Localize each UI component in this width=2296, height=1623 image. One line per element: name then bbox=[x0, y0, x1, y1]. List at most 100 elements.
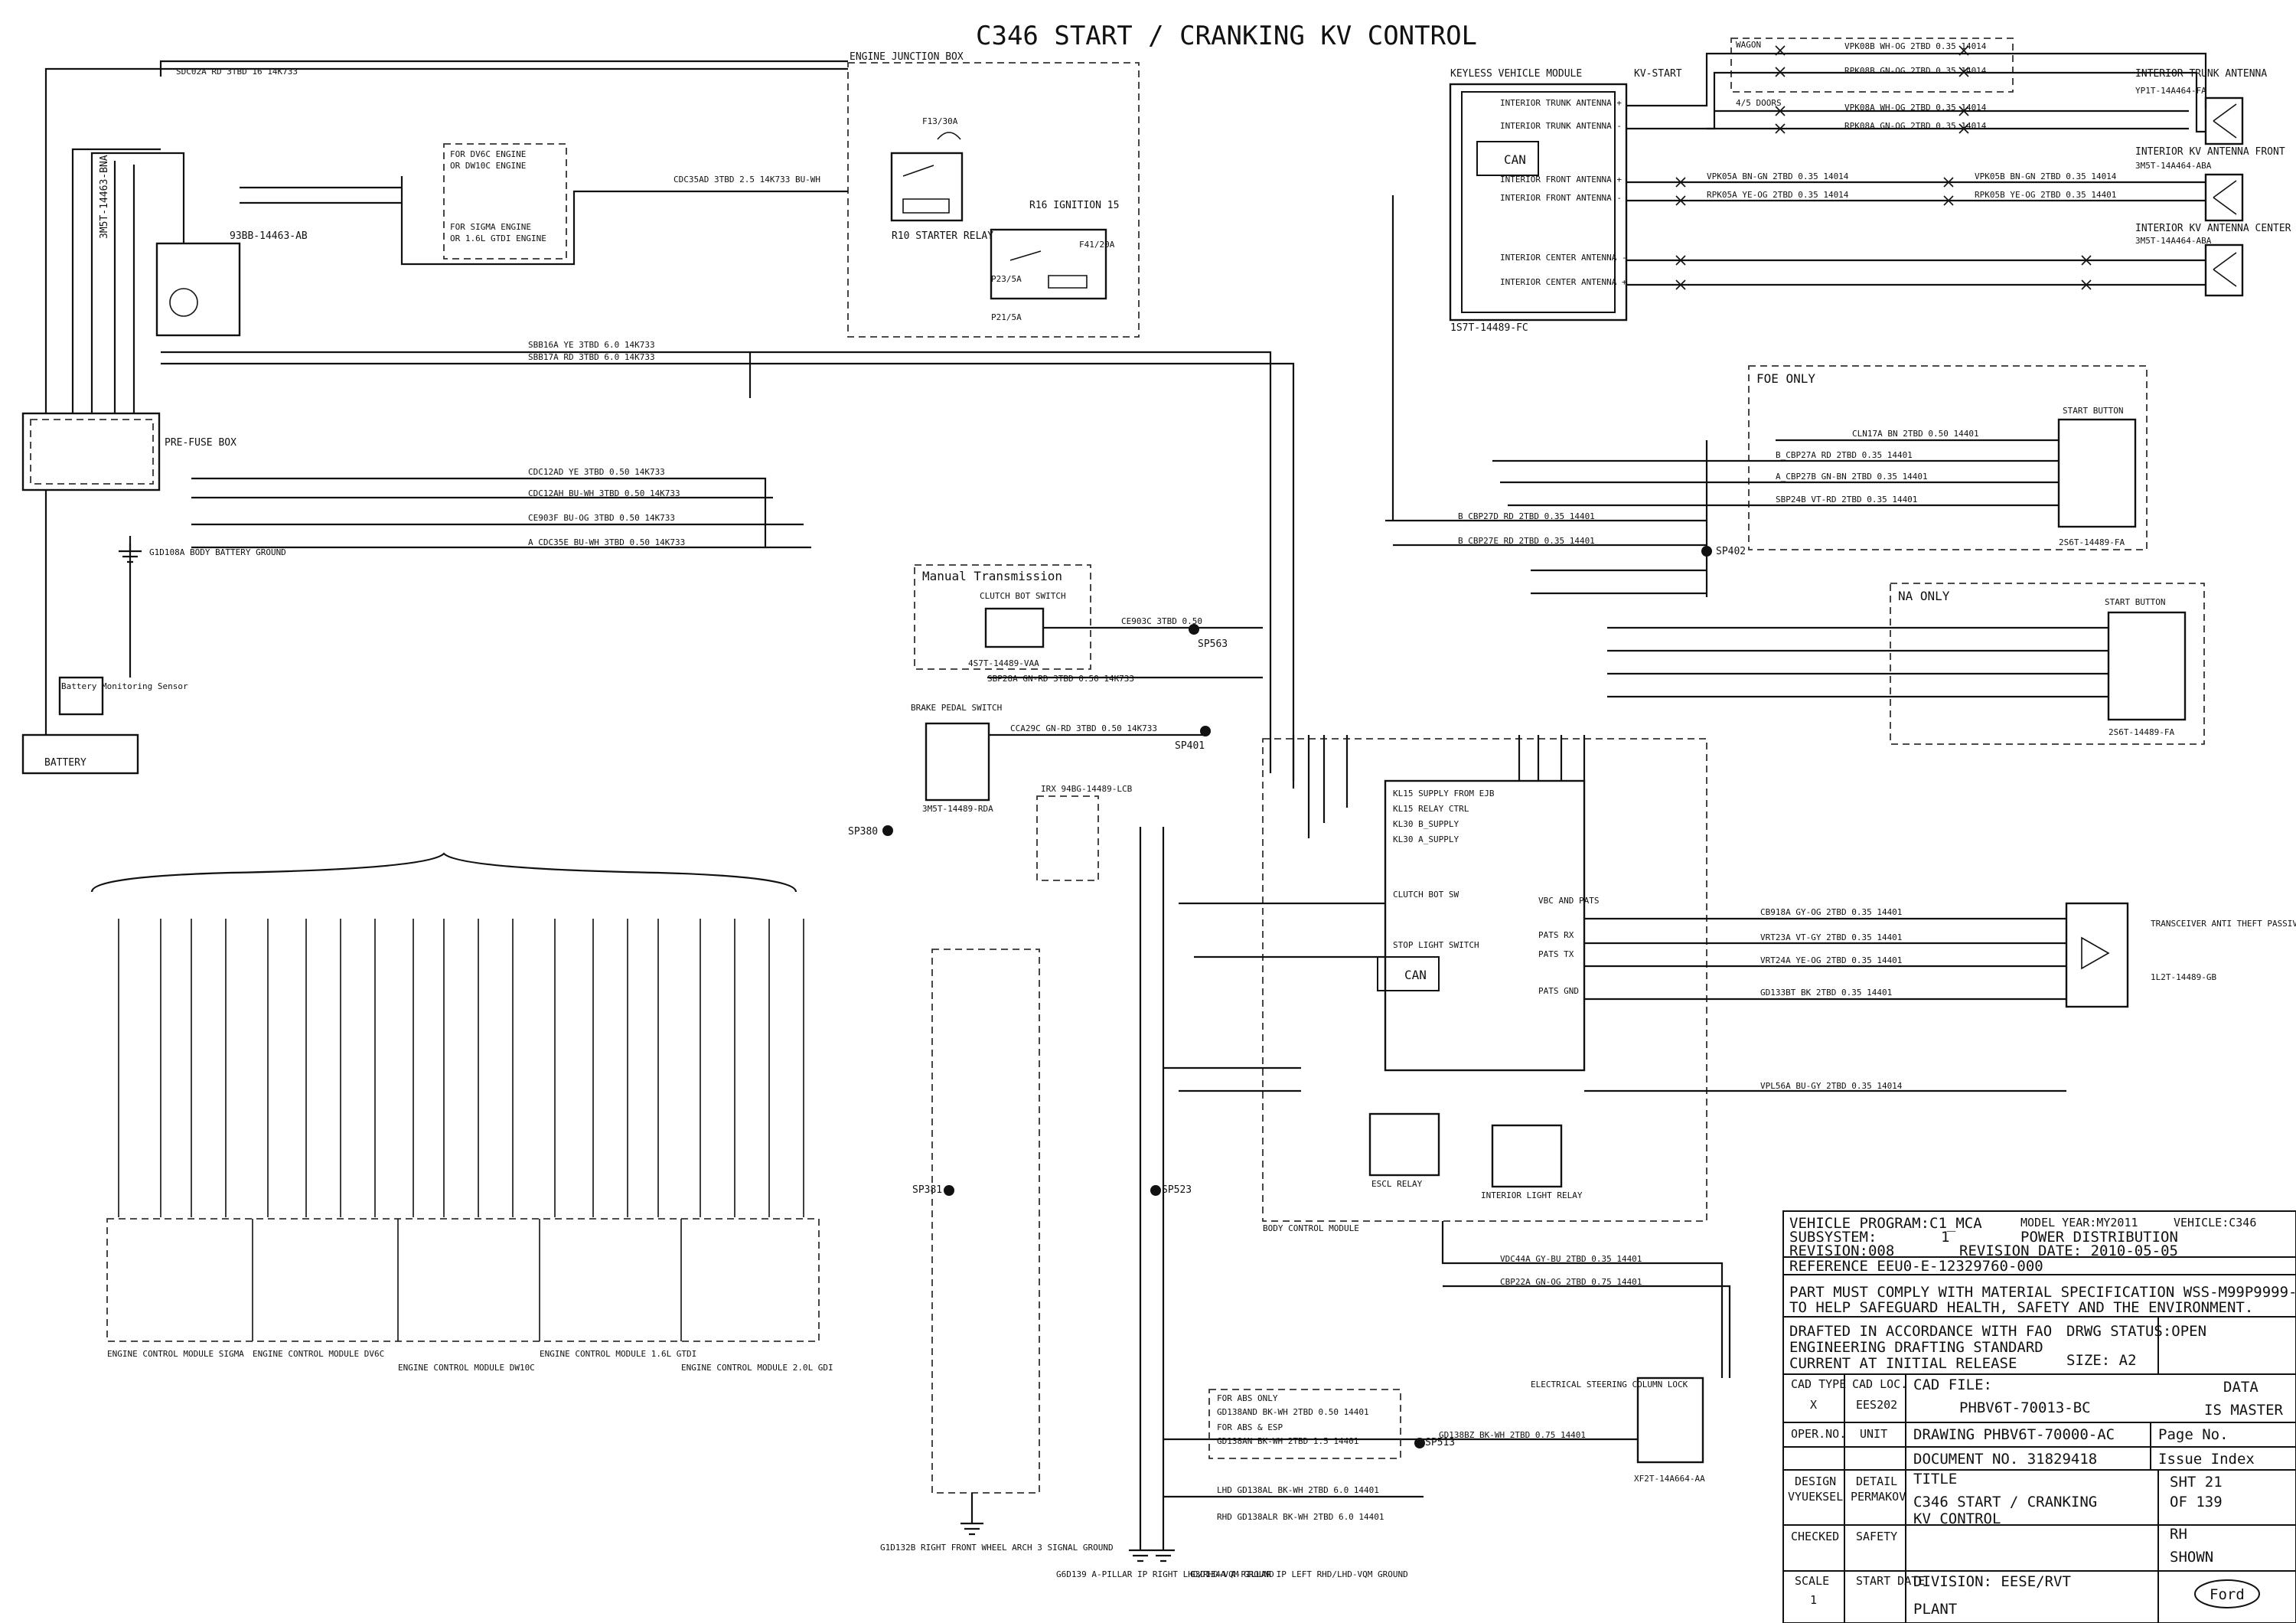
svg-text:CE903C 3TBD 0.50: CE903C 3TBD 0.50 bbox=[1121, 616, 1202, 626]
interior-light-relay bbox=[1491, 1124, 1563, 1188]
svg-text:GD138BZ BK-WH 2TBD 0.75 1440: GD138BZ BK-WH 2TBD 0.75 14401 bbox=[1439, 1430, 1586, 1440]
svg-text:KL30 B_SUPPLY: KL30 B_SUPPLY bbox=[1393, 819, 1459, 829]
svg-text:INTERIOR CENTER ANTENNA -: INTERIOR CENTER ANTENNA - bbox=[1500, 253, 1627, 263]
bms-label: Battery Monitoring Sensor bbox=[61, 681, 188, 691]
escl-part: XF2T-14A664-AA bbox=[1634, 1474, 1705, 1484]
splice-sp523: SP523 bbox=[1162, 1184, 1192, 1196]
irx-box bbox=[1036, 795, 1099, 881]
svg-text:RPK05A YE-OG 2TBD 0.35 1401: RPK05A YE-OG 2TBD 0.35 14014 bbox=[1707, 190, 1849, 200]
starter-relay-label: R10 STARTER RELAY bbox=[892, 230, 993, 242]
int-light-relay-label: INTERIOR LIGHT RELAY bbox=[1481, 1190, 1583, 1200]
tb-division: DIVISION: EESE/RVT bbox=[1913, 1573, 2071, 1590]
bcm-inner bbox=[1384, 779, 1586, 1072]
svg-text:P23/5A: P23/5A bbox=[991, 274, 1022, 284]
brake-switch bbox=[925, 722, 990, 802]
engine-options-box bbox=[443, 143, 567, 260]
tb-drafted-1: DRAFTED IN ACCORDANCE WITH FAO bbox=[1789, 1323, 2052, 1340]
clutch-switch-label: CLUTCH BOT SWITCH bbox=[980, 591, 1066, 601]
svg-text:CLN17A BN 2TBD 0.50 144: CLN17A BN 2TBD 0.50 14401 bbox=[1852, 429, 1979, 439]
start-button-na-label: START BUTTON bbox=[2105, 597, 2165, 607]
ejb-label: ENGINE JUNCTION BOX bbox=[850, 51, 964, 63]
tb-subsystem: POWER DISTRIBUTION bbox=[2020, 1229, 2178, 1246]
tb-title-lbl: TITLE bbox=[1913, 1471, 1957, 1487]
tb-cad-loc-lbl: CAD LOC. bbox=[1852, 1377, 1907, 1391]
tb-cad-file: PHBV6T-70013-BC bbox=[1959, 1399, 2091, 1416]
can-badge-kvm-text: CAN bbox=[1504, 152, 1526, 167]
tb-document: DOCUMENT NO. 31829418 bbox=[1913, 1451, 2097, 1468]
svg-text:INTERIOR FRONT ANTENNA -: INTERIOR FRONT ANTENNA - bbox=[1500, 193, 1622, 203]
svg-text:LHD GD138AL BK-WH 2TBD 6: LHD GD138AL BK-WH 2TBD 6.0 14401 bbox=[1217, 1485, 1379, 1495]
tb-scale: 1 bbox=[1810, 1593, 1817, 1607]
tb-of: OF 139 bbox=[2170, 1494, 2223, 1510]
ecm-sigma: ENGINE CONTROL MODULE SIGMA bbox=[107, 1349, 244, 1359]
tb-rh: RH bbox=[2170, 1526, 2187, 1543]
manual-trans-label: Manual Transmission bbox=[922, 569, 1062, 583]
antenna-trunk bbox=[2204, 96, 2244, 145]
tb-cad-loc: EES202 bbox=[1856, 1398, 1897, 1412]
ground-symbols: G1D108A BODY BATTERY GROUND G1D132B RIGH… bbox=[119, 544, 1408, 1579]
tb-model-year: MODEL YEAR:MY2011 bbox=[2020, 1216, 2138, 1229]
engine-junction-box bbox=[847, 62, 1140, 338]
svg-text:VRT24A YE-OG 2TBD 0.35 1440: VRT24A YE-OG 2TBD 0.35 14401 bbox=[1760, 955, 1902, 965]
antenna-trunk-part: YP1T-14A464-FA bbox=[2135, 86, 2206, 96]
battery-label: BATTERY bbox=[44, 757, 86, 769]
tb-sht: SHT 21 bbox=[2170, 1474, 2223, 1491]
antenna-trunk-label: INTERIOR TRUNK ANTENNA bbox=[2135, 68, 2267, 80]
kvm-part: 1S7T-14489-FC bbox=[1450, 322, 1528, 334]
svg-text:KL30 A_SUPPLY: KL30 A_SUPPLY bbox=[1393, 834, 1459, 844]
antenna-front-label: INTERIOR KV ANTENNA FRONT bbox=[2135, 146, 2285, 158]
na-only-box bbox=[1890, 583, 2205, 745]
start-button-na bbox=[2107, 611, 2187, 721]
ground-body: G1D108A BODY BATTERY GROUND bbox=[149, 547, 286, 557]
tb-revision-date: REVISION DATE: 2010-05-05 bbox=[1959, 1243, 2178, 1259]
kvm-label: KEYLESS VEHICLE MODULE bbox=[1450, 68, 1582, 80]
splice-points: SP402 SP563 SP401 SP380 SP381 SP523 SP51… bbox=[848, 546, 1746, 1448]
svg-text:KL15 RELAY CTRL: KL15 RELAY CTRL bbox=[1393, 804, 1469, 814]
svg-text:VPK05A BN-GN 2TBD 0.35 1401: VPK05A BN-GN 2TBD 0.35 14014 bbox=[1707, 171, 1849, 181]
kvm-kvstart: KV-START bbox=[1634, 68, 1682, 80]
pre-fuse-box bbox=[21, 412, 161, 491]
svg-text:SBB16A YE 3TBD 6.0 1: SBB16A YE 3TBD 6.0 14K733 bbox=[528, 340, 655, 350]
clutch-switch bbox=[984, 607, 1045, 648]
manual-trans-box bbox=[914, 564, 1091, 670]
battery-monitoring-sensor bbox=[58, 676, 104, 716]
svg-text:GD133BT BK 2TBD 0.35 1440: GD133BT BK 2TBD 0.35 14401 bbox=[1760, 988, 1892, 998]
tb-title-1: C346 START / CRANKING bbox=[1913, 1494, 2097, 1510]
tb-cad-type-lbl: CAD TYPE bbox=[1791, 1377, 1846, 1391]
tb-subsystem-lbl: SUBSYSTEM: bbox=[1789, 1229, 1877, 1246]
svg-text:A_CBP27B GN-BN 2TBD 0.35 144: A_CBP27B GN-BN 2TBD 0.35 14401 bbox=[1776, 472, 1928, 482]
transceiver-label: TRANSCEIVER ANTI THEFT PASSIVE bbox=[2151, 919, 2296, 929]
tb-drafted-3: CURRENT AT INITIAL RELEASE bbox=[1789, 1355, 2017, 1372]
ford-logo bbox=[2194, 1579, 2260, 1608]
tb-design-lbl: DESIGN bbox=[1795, 1474, 1836, 1488]
svg-text:SBP28A GN-RD 3TBD 0.50 14: SBP28A GN-RD 3TBD 0.50 14K733 bbox=[987, 674, 1134, 684]
foe-only-label: FOE ONLY bbox=[1756, 371, 1815, 386]
battery-box bbox=[21, 733, 139, 775]
tb-compliance-1: PART MUST COMPLY WITH MATERIAL SPECIFICA… bbox=[1789, 1284, 2296, 1301]
svg-text:FOR SIGMA ENGINE: FOR SIGMA ENGINE bbox=[450, 222, 531, 232]
svg-text:RPK05B YE-OG 2TBD 0.35 1440: RPK05B YE-OG 2TBD 0.35 14401 bbox=[1975, 190, 2116, 200]
brake-part: 3M5T-14489-RDA bbox=[922, 804, 993, 814]
ground-apillar-left: G3D134A A-PILLAR IP LEFT RHD/LHD-VQM GRO… bbox=[1190, 1569, 1408, 1579]
antenna-center bbox=[2204, 243, 2244, 297]
tb-vehicle: VEHICLE:C346 bbox=[2174, 1216, 2256, 1229]
tb-safety: SAFETY bbox=[1856, 1530, 1897, 1543]
bcm-label: BODY CONTROL MODULE bbox=[1263, 1223, 1359, 1233]
escl-label: ELECTRICAL STEERING COLUMN LOCK bbox=[1531, 1380, 1688, 1390]
svg-text:OR DW10C ENGINE: OR DW10C ENGINE bbox=[450, 161, 526, 171]
svg-text:STOP LIGHT SWITCH: STOP LIGHT SWITCH bbox=[1393, 940, 1479, 950]
svg-text:GD138AND BK-WH 2TBD 0.50 144: GD138AND BK-WH 2TBD 0.50 14401 bbox=[1217, 1407, 1369, 1417]
svg-text:CCA29C GN-RD 3TBD 0.50 14: CCA29C GN-RD 3TBD 0.50 14K733 bbox=[1010, 723, 1157, 733]
ecm-gtdi: ENGINE CONTROL MODULE 1.6L GTDI bbox=[540, 1349, 696, 1359]
body-control-module bbox=[1262, 738, 1707, 1222]
escl-relay-label: ESCL RELAY bbox=[1371, 1179, 1423, 1189]
svg-text:F41/20A: F41/20A bbox=[1079, 240, 1115, 250]
start-button-na-part: 2S6T-14489-FA bbox=[2108, 727, 2174, 737]
tb-scale-lbl: SCALE bbox=[1795, 1574, 1829, 1588]
tb-reference: REFERENCE EEU0-E-12329760-000 bbox=[1789, 1258, 2043, 1275]
tb-data: DATA bbox=[2223, 1379, 2258, 1396]
ecm-dw10c: ENGINE CONTROL MODULE DW10C bbox=[398, 1363, 535, 1373]
svg-text:FOR ABS ONLY: FOR ABS ONLY bbox=[1217, 1393, 1278, 1403]
ignition-relay-label: R16 IGNITION 15 bbox=[1029, 200, 1119, 211]
